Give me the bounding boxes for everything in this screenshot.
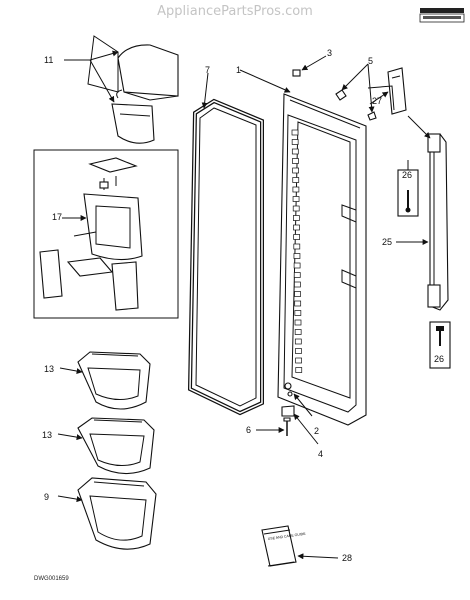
callout-1: 1 <box>236 65 241 75</box>
callout-4: 4 <box>318 449 323 459</box>
use-and-care-manual-part: USE AND CARE GUIDE <box>261 525 307 567</box>
door-bin-lower-part <box>77 417 155 475</box>
shelf-rail-notch <box>291 129 299 136</box>
shelf-rail-notch <box>294 300 302 307</box>
shelf-rail-notch <box>293 272 301 278</box>
shelf-rail-notch <box>294 319 302 326</box>
watermark-text: AppliancePartsPros.com <box>157 4 313 19</box>
shelf-rail-notch <box>292 158 299 164</box>
brand-logo <box>419 8 465 23</box>
shelf-rail-notch <box>292 196 300 202</box>
shelf-rail-notch <box>293 253 301 259</box>
callout-26-bottom: 26 <box>434 354 444 364</box>
callout-labels: 11 7 1 3 5 27 26 25 26 17 13 13 9 2 6 4 … <box>42 48 444 563</box>
manual-cover-text: USE AND CARE GUIDE <box>268 532 307 541</box>
callout-27: 27 <box>372 96 382 106</box>
door-shelf-rails <box>291 129 303 373</box>
shelf-rail-notch <box>292 167 299 174</box>
hinge-pin-cap-part <box>292 69 301 77</box>
cap-part <box>387 67 407 115</box>
shelf-rail-notch <box>295 348 302 354</box>
shelf-rail-notch <box>293 243 301 250</box>
shelf-rail-notch <box>292 205 300 212</box>
callout-6: 6 <box>246 425 251 435</box>
shelf-rail-notch <box>293 215 300 221</box>
cap-inset-box <box>367 85 395 111</box>
callout-7: 7 <box>205 65 210 75</box>
shelf-rail-notch <box>295 367 303 373</box>
door-bin-middle-part <box>77 351 151 410</box>
leader-lines <box>57 50 431 560</box>
drawing-code: DWG001659 <box>34 576 69 582</box>
shelf-rail-notch <box>294 310 302 316</box>
shelf-rail-notch <box>293 234 300 240</box>
callout-25: 25 <box>382 237 392 247</box>
shelf-rail-notch <box>294 338 302 345</box>
hinge-bushing-part <box>284 382 293 397</box>
shelf-rail-notch <box>294 291 301 297</box>
shelf-rail-notch <box>293 224 300 231</box>
door-assembly-part <box>277 93 367 426</box>
gasket-part <box>187 98 264 416</box>
callout-17: 17 <box>52 212 62 222</box>
dairy-door-part <box>87 35 179 144</box>
callout-13-b: 13 <box>42 430 52 440</box>
handle-screw-bottom-part <box>429 321 451 369</box>
callout-13-a: 13 <box>44 364 54 374</box>
callout-26-top: 26 <box>402 170 412 180</box>
handle-screw-top-part <box>397 169 419 217</box>
shelf-rail-notch <box>294 329 302 335</box>
callout-11: 11 <box>44 55 53 65</box>
callout-3: 3 <box>327 48 332 58</box>
dispenser-assembly-inset <box>33 149 179 319</box>
hinge-shim-part <box>335 89 377 121</box>
handle-part <box>427 133 449 311</box>
callout-2: 2 <box>314 426 319 436</box>
screw-part <box>283 417 291 436</box>
shelf-rail-notch <box>292 186 300 193</box>
callout-9: 9 <box>44 492 49 502</box>
shelf-rail-notch <box>292 177 300 183</box>
callout-28: 28 <box>342 553 352 563</box>
shelf-rail-notch <box>293 262 301 269</box>
shelf-rail-notch <box>291 148 299 155</box>
shelf-rail-notch <box>295 357 302 364</box>
callout-5: 5 <box>368 56 373 66</box>
shelf-rail-notch <box>294 281 301 288</box>
shelf-rail-notch <box>291 139 299 145</box>
door-stop-part <box>281 405 295 417</box>
door-bin-large-part <box>77 477 157 550</box>
